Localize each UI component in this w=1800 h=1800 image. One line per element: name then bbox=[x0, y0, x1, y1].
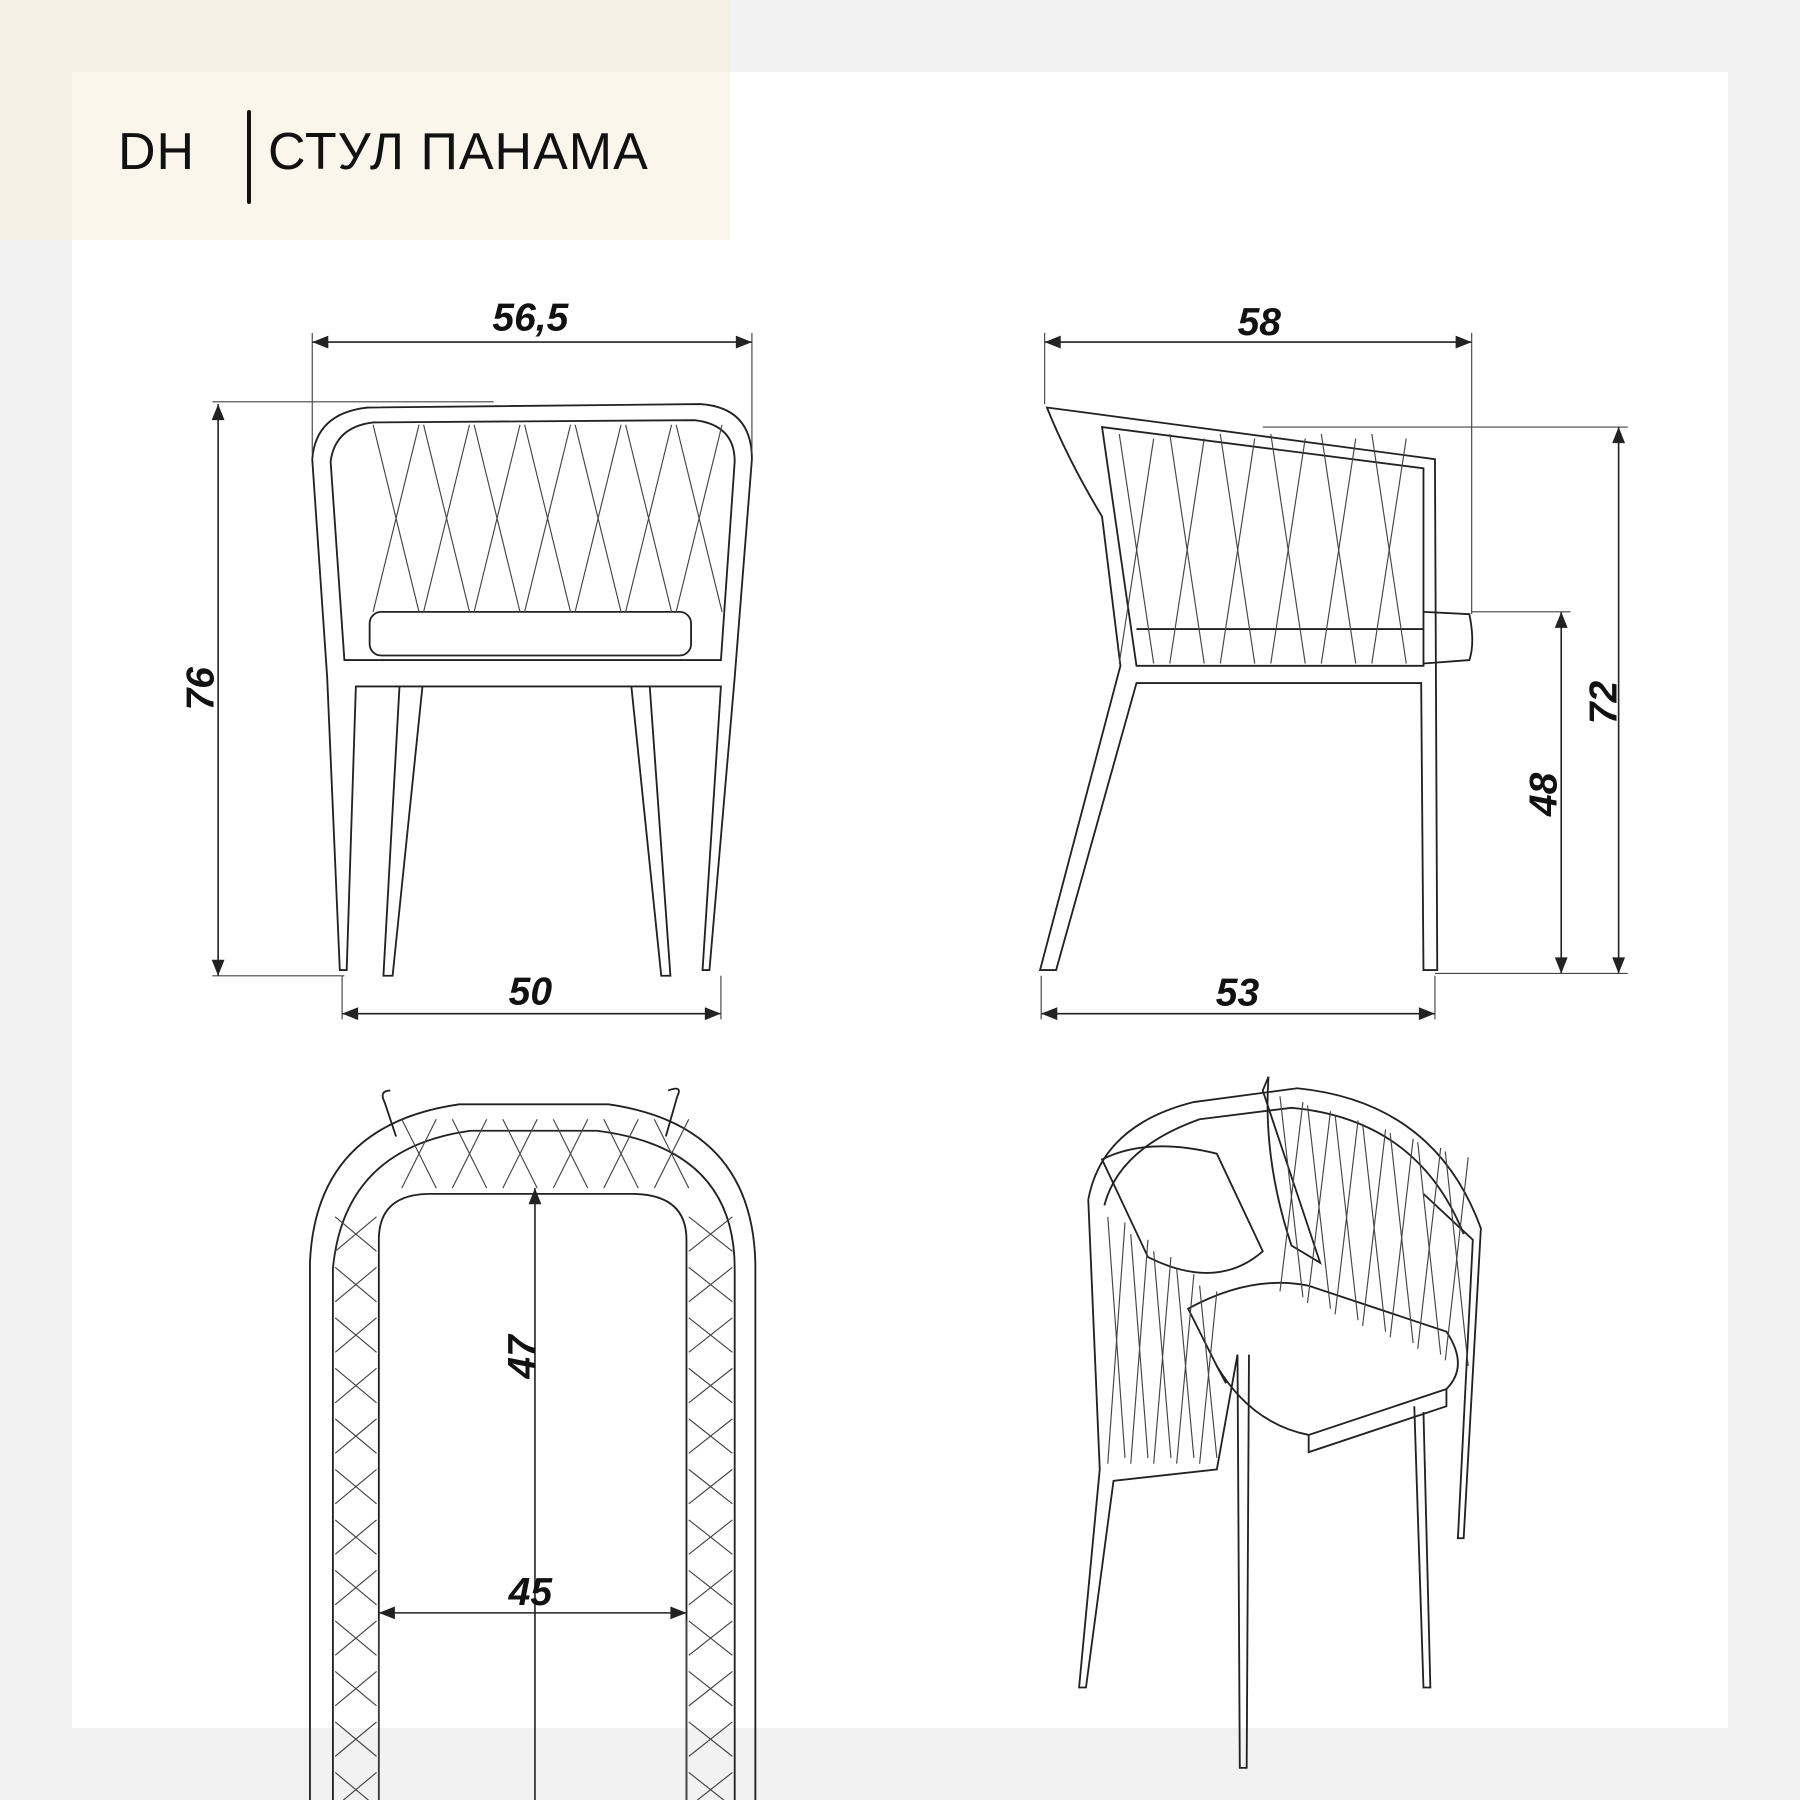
rope-strand bbox=[502, 1119, 538, 1189]
rope-strand bbox=[334, 1569, 377, 1606]
rope-strand bbox=[1279, 1101, 1304, 1292]
rope-strand bbox=[524, 424, 572, 612]
rope-strand bbox=[1169, 438, 1205, 664]
rope-strand bbox=[688, 1367, 733, 1404]
rope-strand bbox=[334, 1620, 377, 1656]
dim-side-arm-height: 72 bbox=[1582, 681, 1625, 725]
rope-strand bbox=[334, 1317, 377, 1353]
dim-front-width: 56,5 bbox=[492, 297, 569, 340]
rope-strand bbox=[1334, 1120, 1359, 1315]
rope-strand bbox=[1371, 438, 1407, 664]
dim-top-seat-depth: 47 bbox=[501, 1333, 544, 1380]
rope-strand bbox=[1306, 1111, 1332, 1304]
rope-strand bbox=[1199, 1291, 1218, 1464]
rope-strand bbox=[688, 1721, 733, 1757]
rope-strand bbox=[401, 1119, 437, 1189]
rope-strand bbox=[552, 1119, 589, 1189]
rope-strand bbox=[688, 1317, 733, 1353]
rope-strand bbox=[1389, 1138, 1414, 1338]
rope-strand bbox=[334, 1216, 377, 1252]
front-view: 56,5 76 50 bbox=[180, 297, 753, 1021]
rope-strand bbox=[372, 424, 420, 612]
rope-strand bbox=[334, 1468, 377, 1505]
rope-strand bbox=[688, 1670, 733, 1707]
rope-strand bbox=[334, 1367, 377, 1404]
rope-strand bbox=[688, 1771, 725, 1800]
perspective-view bbox=[1078, 1076, 1482, 1769]
rope-strand bbox=[1362, 1129, 1387, 1326]
rope-strand bbox=[688, 1519, 733, 1555]
rope-strand bbox=[574, 424, 622, 612]
rope-strand bbox=[688, 1569, 733, 1606]
rope-strand bbox=[653, 1119, 690, 1189]
dim-side-leg-span: 53 bbox=[1216, 972, 1260, 1015]
rope-strand bbox=[1176, 1274, 1195, 1464]
rope-strand bbox=[688, 1620, 733, 1656]
rope-strand bbox=[688, 1266, 733, 1303]
rope-strand bbox=[696, 1771, 733, 1800]
rope-strand bbox=[334, 1266, 377, 1303]
dim-side-depth: 58 bbox=[1238, 301, 1282, 344]
brand-logo: DH bbox=[118, 123, 196, 181]
dim-side-seat-height: 48 bbox=[1523, 772, 1566, 817]
rope-strand bbox=[688, 1468, 733, 1505]
rope-strand bbox=[1118, 438, 1155, 664]
rope-strand bbox=[1219, 438, 1256, 664]
rope-strand bbox=[334, 1519, 377, 1555]
dim-top-seat-width: 45 bbox=[508, 1571, 554, 1614]
rope-strand bbox=[1320, 438, 1357, 664]
rope-strand bbox=[1270, 438, 1306, 664]
product-title: СТУЛ ПАНАМА bbox=[268, 123, 649, 181]
rope-strand bbox=[603, 1119, 639, 1189]
side-view: 58 72 48 53 bbox=[1038, 301, 1628, 1021]
rope-strand bbox=[334, 1670, 377, 1707]
header-panel bbox=[72, 72, 730, 240]
rope-strand bbox=[334, 1418, 377, 1454]
dim-front-leg-span: 50 bbox=[509, 970, 553, 1013]
rope-strand bbox=[342, 1772, 377, 1800]
top-view: 47 45 bbox=[309, 1087, 757, 1800]
rope-strand bbox=[1417, 1147, 1442, 1349]
rope-strand bbox=[473, 424, 521, 612]
rope-strand bbox=[451, 1119, 488, 1189]
rope-strand bbox=[1107, 1222, 1126, 1464]
header-separator bbox=[247, 110, 251, 204]
rope-strand bbox=[334, 1772, 370, 1800]
rope-strand bbox=[675, 424, 723, 612]
rope-strand bbox=[1130, 1239, 1149, 1464]
rope-strand bbox=[688, 1418, 733, 1454]
dim-front-height: 76 bbox=[180, 667, 223, 711]
rope-strand bbox=[1153, 1256, 1172, 1464]
rope-strand bbox=[334, 1721, 377, 1757]
rope-strand bbox=[625, 424, 673, 612]
rope-strand bbox=[688, 1216, 733, 1252]
rope-strand bbox=[1444, 1157, 1469, 1361]
rope-strand bbox=[423, 424, 471, 612]
